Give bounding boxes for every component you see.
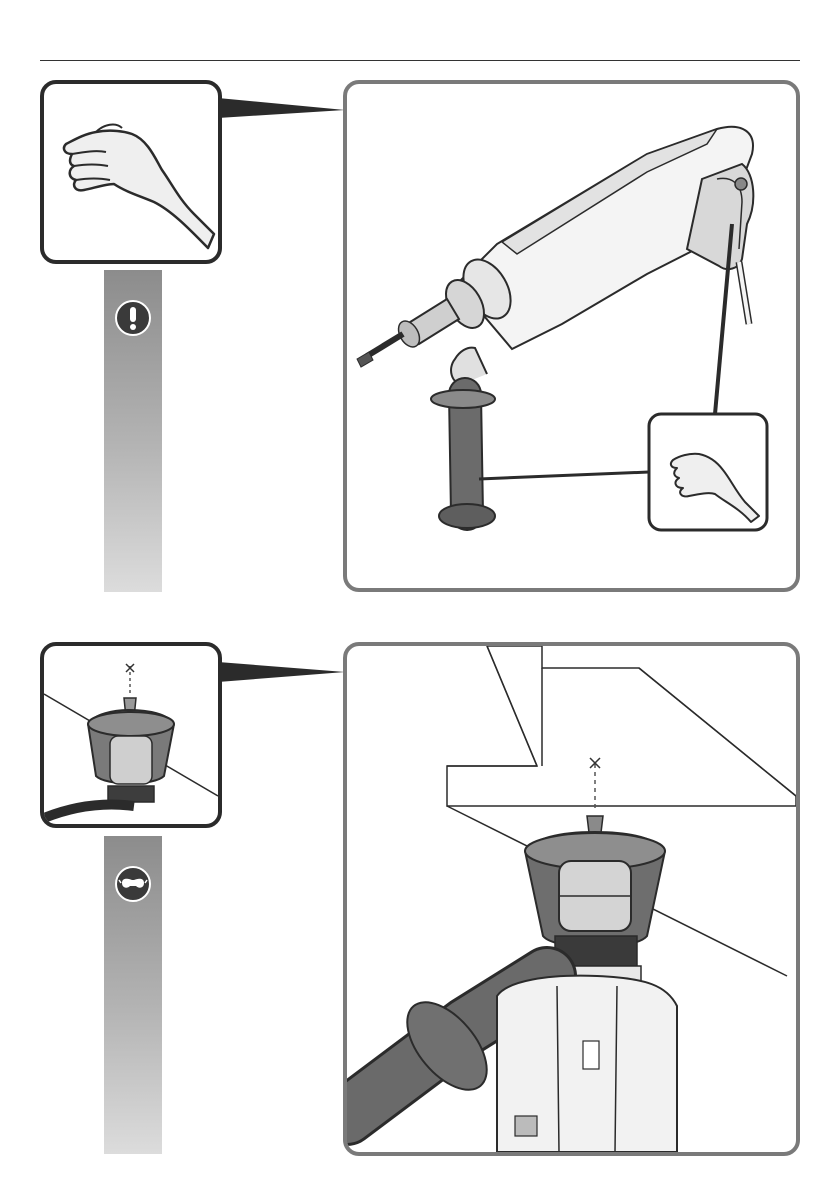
eye-protection-icon bbox=[115, 866, 151, 902]
dust-cup-closeup-icon bbox=[44, 646, 218, 824]
overhead-drilling-illustration bbox=[347, 646, 796, 1152]
section-1 bbox=[0, 0, 840, 600]
hand-icon bbox=[44, 84, 218, 260]
section-2 bbox=[0, 600, 840, 1190]
inset-frame-hand bbox=[40, 80, 222, 264]
main-frame-drill bbox=[343, 80, 800, 592]
exclamation-warning-icon bbox=[115, 300, 151, 336]
inset-frame-dust-cup bbox=[40, 642, 222, 828]
rotary-hammer-illustration bbox=[347, 84, 796, 588]
main-frame-overhead bbox=[343, 642, 800, 1156]
